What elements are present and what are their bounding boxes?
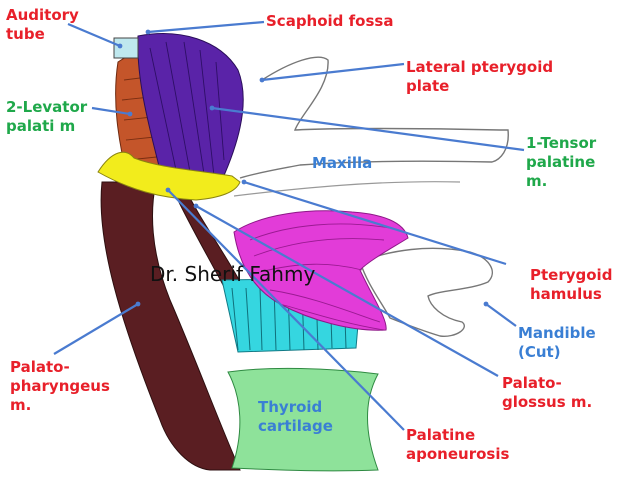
auditory-tube-shape [114, 38, 138, 58]
label-mandible: Mandible (Cut) [518, 324, 596, 362]
palatopharyngeus-muscle [101, 182, 240, 470]
label-scaphoid-fossa: Scaphoid fossa [266, 12, 393, 31]
label-lateral-pterygoid-plate: Lateral pterygoid plate [406, 58, 553, 96]
label-pterygoid-hamulus: Pterygoid hamulus [530, 266, 612, 304]
label-tensor-palatine: 1-Tensor palatine m. [526, 134, 596, 191]
label-levator-palati: 2-Levator palati m [6, 98, 87, 136]
label-thyroid-cartilage: Thyroid cartilage [258, 398, 333, 436]
label-palatoglossus: Palato- glossus m. [502, 374, 592, 412]
label-palatopharyngeus: Palato- pharyngeus m. [10, 358, 110, 415]
author-watermark: Dr. Sherif Fahmy [150, 262, 315, 286]
label-auditory-tube: Auditory tube [6, 6, 79, 44]
label-maxilla: Maxilla [312, 154, 372, 173]
label-palatine-aponeurosis: Palatine aponeurosis [406, 426, 509, 464]
